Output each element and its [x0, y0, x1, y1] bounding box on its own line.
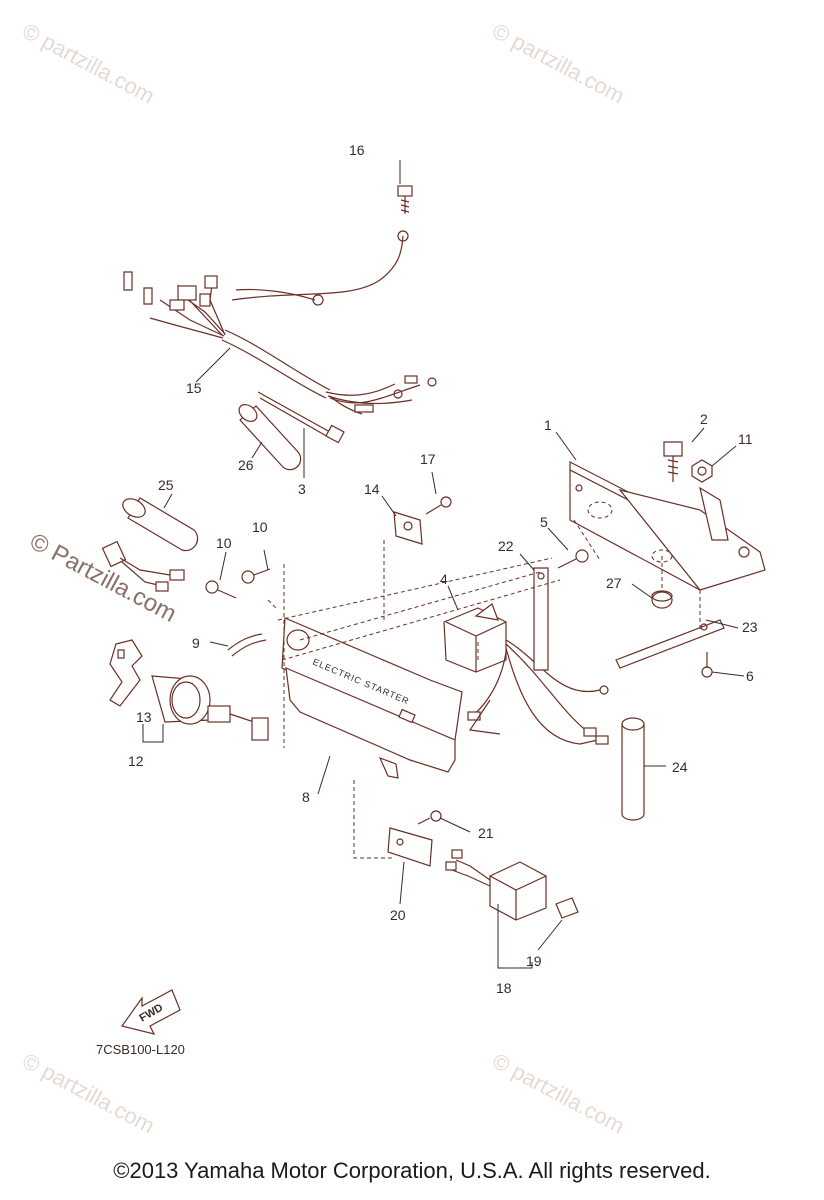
callout-9: 9: [192, 635, 200, 651]
callout-22: 22: [498, 538, 514, 554]
rectifier: [443, 603, 609, 745]
callout-13: 13: [136, 709, 152, 725]
callout-15: 15: [186, 380, 202, 396]
rubber-sleeve-25: [122, 497, 199, 552]
plate-22: [533, 567, 549, 671]
callout-10-right: 10: [252, 519, 268, 535]
switch-lead: [101, 540, 185, 592]
rubber-sleeve-26: [238, 404, 302, 471]
bracket-14: [393, 511, 423, 545]
screw-21: [417, 810, 442, 825]
nut-11: [691, 459, 713, 483]
callout-24: 24: [672, 759, 688, 775]
wire-harness: [123, 230, 437, 415]
callout-4: 4: [440, 571, 448, 587]
parts-diagram: ELECTRIC STARTER: [96, 142, 766, 1057]
fuse-19: [555, 897, 579, 919]
callout-5: 5: [540, 514, 548, 530]
callout-27: 27: [606, 575, 622, 591]
callout-17: 17: [420, 451, 436, 467]
callout-14: 14: [364, 481, 380, 497]
callout-26: 26: [238, 457, 254, 473]
main-switch: [151, 675, 269, 741]
callout-18: 18: [496, 980, 512, 996]
callout-10-left: 10: [216, 535, 232, 551]
grommet-9: [227, 633, 267, 657]
plate-23: [615, 619, 725, 669]
callout-6: 6: [746, 668, 754, 684]
callout-3: 3: [298, 481, 306, 497]
bolt-16: [397, 185, 413, 214]
screw-6: [701, 652, 713, 678]
sleeve-24: [621, 717, 645, 821]
assembly-guides: [267, 519, 701, 859]
screw-17: [425, 496, 452, 515]
callout-19: 19: [526, 953, 542, 969]
fwd-arrow: FWD: [120, 989, 181, 1035]
ignition-key: [109, 639, 143, 707]
starter-relay: [445, 849, 547, 921]
bracket: [569, 461, 766, 591]
callout-11: 11: [738, 431, 753, 447]
callout-21: 21: [478, 825, 494, 841]
screw-10a: [205, 580, 237, 599]
leader-lines: [163, 160, 745, 969]
callout-20: 20: [390, 907, 406, 923]
callout-2: 2: [700, 411, 708, 427]
bracket-20: [387, 827, 433, 867]
copyright-notice: ©2013 Yamaha Motor Corporation, U.S.A. A…: [113, 1158, 711, 1183]
bolt-2: [663, 441, 683, 482]
callout-12: 12: [128, 753, 144, 769]
callout-23: 23: [742, 619, 758, 635]
screw-10b: [241, 568, 271, 584]
callout-25: 25: [158, 477, 174, 493]
starter-cover: ELECTRIC STARTER: [281, 617, 463, 779]
callout-1: 1: [544, 417, 552, 433]
grommet-27: [651, 590, 673, 609]
screw-5: [557, 549, 589, 569]
diagram-code: 7CSB100-L120: [96, 1042, 185, 1057]
terminal-connector: [257, 391, 345, 444]
callout-16: 16: [349, 142, 365, 158]
callout-8: 8: [302, 789, 310, 805]
